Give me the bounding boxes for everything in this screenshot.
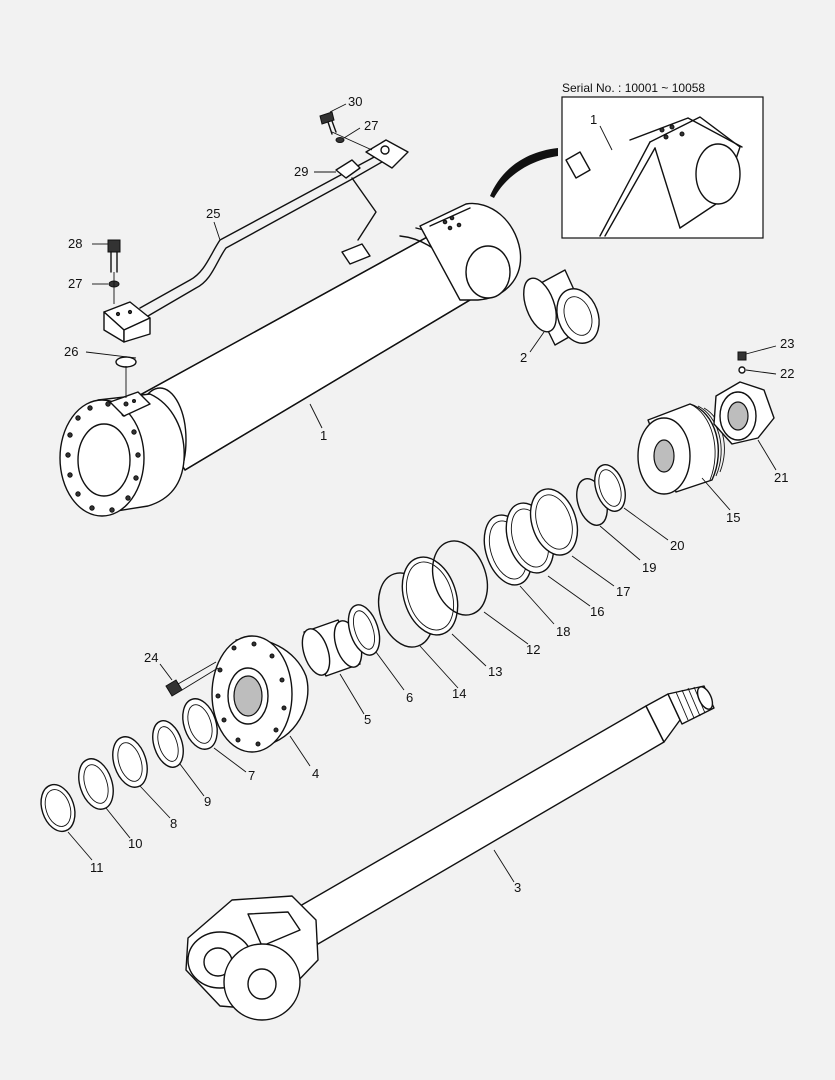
callout-3: 3	[514, 880, 521, 895]
piston	[637, 403, 725, 495]
callout-2: 2	[520, 350, 527, 365]
piston-nut	[713, 351, 775, 445]
callout-13: 13	[488, 664, 502, 679]
callout-1: 1	[320, 428, 327, 443]
pipe-assembly	[103, 111, 409, 398]
serial-number-note: Serial No. : 10001 ~ 10058	[562, 81, 705, 95]
callout-16: 16	[590, 604, 604, 619]
callout-8: 8	[170, 816, 177, 831]
callout-22: 22	[780, 366, 794, 381]
callout-14: 14	[452, 686, 466, 701]
callout-28: 28	[68, 236, 82, 251]
callout-21: 21	[774, 470, 788, 485]
callout-labels: 1 2 3 4 5 6 7 8 9 10 11 12 13 14 15 16 1…	[64, 94, 794, 895]
callout-11: 11	[90, 860, 104, 875]
callout-29: 29	[294, 164, 308, 179]
callout-6: 6	[406, 690, 413, 705]
inset-callout-1: 1	[590, 112, 597, 127]
callout-27-lower: 27	[68, 276, 82, 291]
callout-19: 19	[642, 560, 656, 575]
callout-26: 26	[64, 344, 78, 359]
cylinder-tube	[59, 202, 522, 517]
callout-24: 24	[144, 650, 158, 665]
callout-18: 18	[556, 624, 570, 639]
socket-bolt	[165, 661, 219, 697]
callout-30: 30	[348, 94, 362, 109]
callout-7: 7	[248, 768, 255, 783]
callout-10: 10	[128, 836, 142, 851]
callout-20: 20	[670, 538, 684, 553]
leader-lines	[67, 103, 777, 883]
callout-15: 15	[726, 510, 740, 525]
piston-rod	[185, 685, 715, 1021]
callout-17: 17	[616, 584, 630, 599]
callout-12: 12	[526, 642, 540, 657]
pin-bushing	[523, 269, 600, 346]
callout-5: 5	[364, 712, 371, 727]
callout-4: 4	[312, 766, 319, 781]
callout-9: 9	[204, 794, 211, 809]
callout-25: 25	[206, 206, 220, 221]
callout-23: 23	[780, 336, 794, 351]
inset-pointer-arrow	[490, 148, 558, 198]
callout-27-upper: 27	[364, 118, 378, 133]
seal-rings	[40, 464, 626, 833]
serial-inset: Serial No. : 10001 ~ 10058 1	[561, 81, 764, 239]
rod-cover	[211, 635, 309, 753]
